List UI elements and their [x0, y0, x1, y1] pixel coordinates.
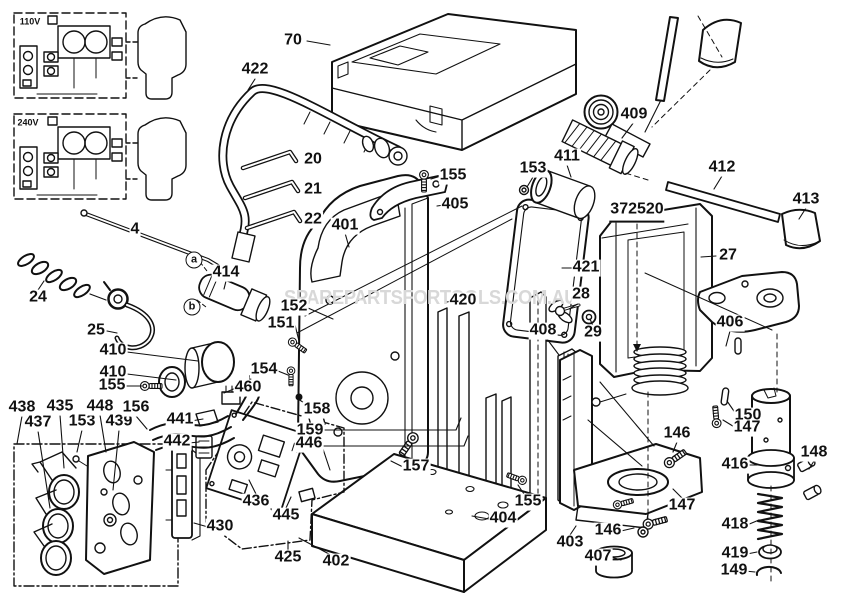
part-label-448: 448 — [85, 397, 115, 416]
part-label-147: 147 — [732, 418, 762, 437]
part-label-25: 25 — [86, 321, 106, 340]
part-label-147: 147 — [667, 496, 697, 515]
part-label-28: 28 — [571, 285, 591, 304]
pivot-column — [710, 333, 822, 585]
part-label-422: 422 — [240, 60, 270, 79]
part-label-404: 404 — [488, 509, 518, 528]
part-label-408: 408 — [528, 321, 558, 340]
part-label-154: 154 — [249, 360, 279, 379]
construction-lines — [196, 205, 773, 334]
part-label-153: 153 — [67, 412, 97, 431]
part-label-416: 416 — [720, 455, 750, 474]
part-label-159: 159 — [295, 421, 325, 440]
part-label-435: 435 — [45, 397, 75, 416]
part-label-421: 421 — [571, 258, 601, 277]
part-label-70: 70 — [283, 31, 303, 50]
part-label-402: 402 — [321, 552, 351, 571]
part-label-148: 148 — [799, 443, 829, 462]
watermark: SPAREPARTSFORTOOLS.COM.AU — [284, 287, 578, 309]
part-label-20: 20 — [303, 150, 323, 169]
leader-lines — [16, 40, 815, 573]
part-label-a: a — [185, 251, 203, 269]
part-label-155: 155 — [97, 376, 127, 395]
part-label-420: 420 — [448, 291, 478, 310]
support-rod — [80, 209, 220, 268]
part-label-146: 146 — [593, 521, 623, 540]
part-label-412: 412 — [707, 158, 737, 177]
part-label-372520: 372520 — [609, 201, 665, 223]
part-label-151: 151 — [266, 314, 296, 333]
handle-hub — [530, 94, 662, 220]
part-label-240V: 240V — [17, 117, 39, 128]
guide-rollers — [139, 341, 235, 398]
part-label-438: 438 — [7, 398, 37, 417]
chain — [17, 253, 107, 301]
part-label-24: 24 — [28, 288, 48, 307]
part-label-442: 442 — [162, 432, 192, 451]
part-label-418: 418 — [720, 515, 750, 534]
top-bracket — [369, 169, 448, 221]
part-label-460: 460 — [233, 378, 263, 397]
part-label-29: 29 — [583, 323, 603, 342]
part-label-419: 419 — [720, 544, 750, 563]
part-label-153: 153 — [518, 159, 548, 178]
hex-keys — [240, 149, 303, 231]
handle-rod-side — [621, 171, 821, 250]
part-label-410: 410 — [98, 363, 128, 382]
part-label-425: 425 — [273, 548, 303, 567]
part-label-b: b — [183, 298, 201, 316]
part-label-403: 403 — [555, 533, 585, 552]
part-label-437: 437 — [23, 413, 53, 432]
part-label-152: 152 — [279, 297, 309, 316]
part-label-407: 407 — [583, 547, 613, 566]
part-label-158: 158 — [302, 400, 332, 419]
part-label-149: 149 — [719, 561, 749, 580]
part-label-22: 22 — [303, 210, 323, 229]
gasket-nut — [518, 184, 530, 196]
part-label-445: 445 — [271, 506, 301, 525]
part-label-410: 410 — [98, 341, 128, 360]
part-label-4: 4 — [129, 220, 141, 239]
part-label-430: 430 — [205, 517, 235, 536]
handle-rod-top — [651, 15, 742, 128]
part-label-155: 155 — [513, 492, 543, 511]
part-label-401: 401 — [330, 216, 360, 235]
part-label-405: 405 — [440, 195, 470, 214]
part-label-409: 409 — [619, 105, 649, 124]
part-label-439: 439 — [104, 412, 134, 431]
part-label-446: 446 — [294, 434, 324, 453]
magnet-base — [311, 453, 547, 593]
part-label-414: 414 — [211, 263, 241, 282]
part-label-27: 27 — [718, 246, 738, 265]
part-label-441: 441 — [165, 410, 195, 429]
part-label-406: 406 — [715, 313, 745, 332]
part-label-411: 411 — [553, 147, 581, 166]
part-label-110V: 110V — [19, 16, 41, 27]
switch-panel-kit — [13, 441, 179, 587]
frame-housing — [599, 203, 713, 396]
flexible-hose — [218, 84, 408, 263]
part-label-156: 156 — [121, 398, 151, 417]
part-label-155: 155 — [438, 166, 468, 185]
part-label-413: 413 — [791, 190, 821, 209]
part-label-21: 21 — [303, 180, 323, 199]
part-label-157: 157 — [401, 457, 431, 476]
part-label-436: 436 — [241, 492, 271, 511]
part-label-146: 146 — [662, 424, 692, 443]
